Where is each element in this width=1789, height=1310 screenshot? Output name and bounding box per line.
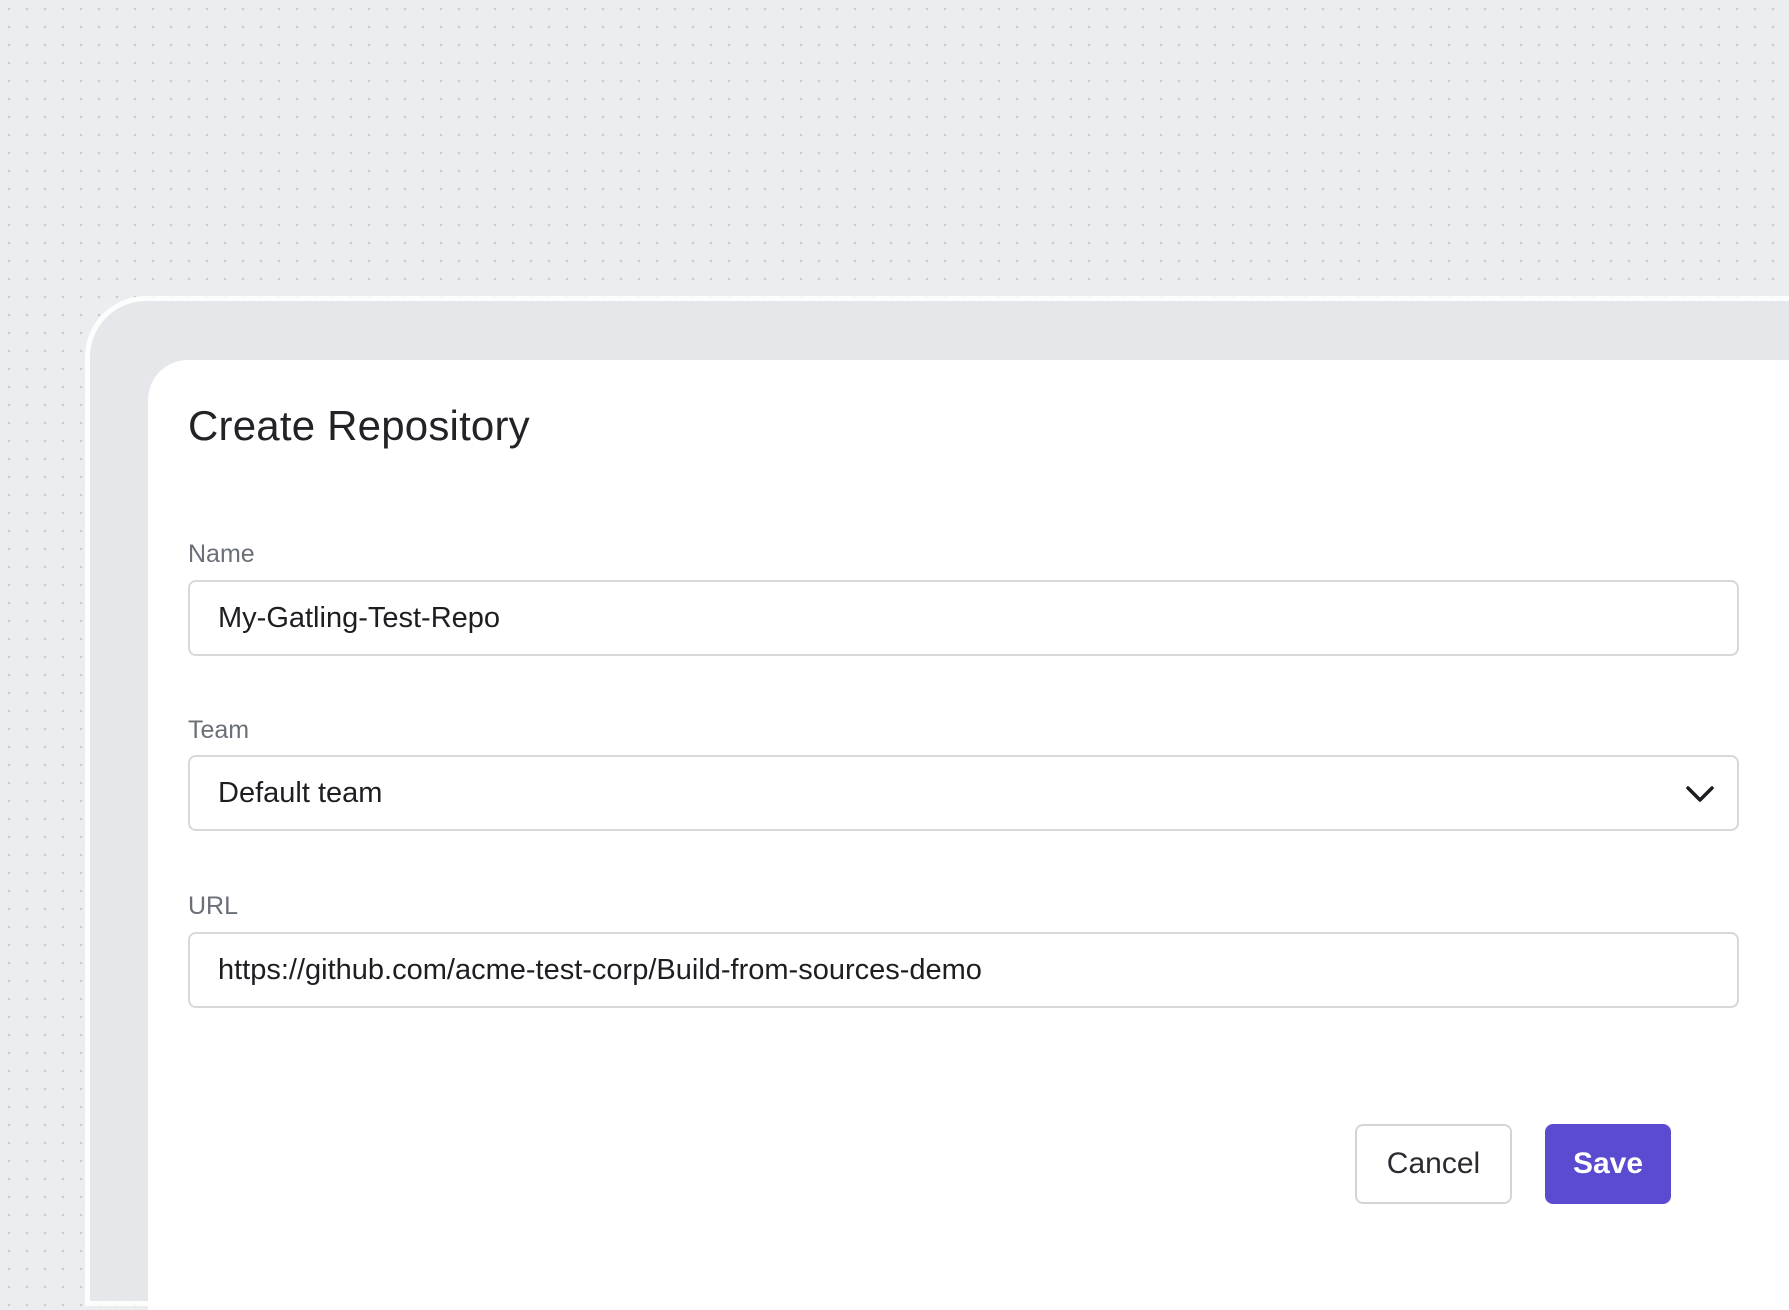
url-input[interactable]: [190, 934, 1737, 1006]
cancel-button[interactable]: Cancel: [1355, 1124, 1512, 1204]
name-label: Name: [188, 540, 255, 568]
chevron-down-icon: [1686, 786, 1714, 802]
name-field-wrapper: [188, 580, 1739, 656]
dialog-title: Create Repository: [188, 402, 530, 449]
url-field-wrapper: [188, 932, 1739, 1008]
name-input[interactable]: [190, 582, 1737, 654]
url-label: URL: [188, 892, 239, 920]
create-repository-dialog: Create Repository Name Team Default team…: [148, 360, 1789, 1310]
team-select[interactable]: Default team: [188, 755, 1739, 831]
save-button[interactable]: Save: [1545, 1124, 1671, 1204]
team-select-value: Default team: [218, 777, 383, 809]
team-label: Team: [188, 716, 250, 744]
